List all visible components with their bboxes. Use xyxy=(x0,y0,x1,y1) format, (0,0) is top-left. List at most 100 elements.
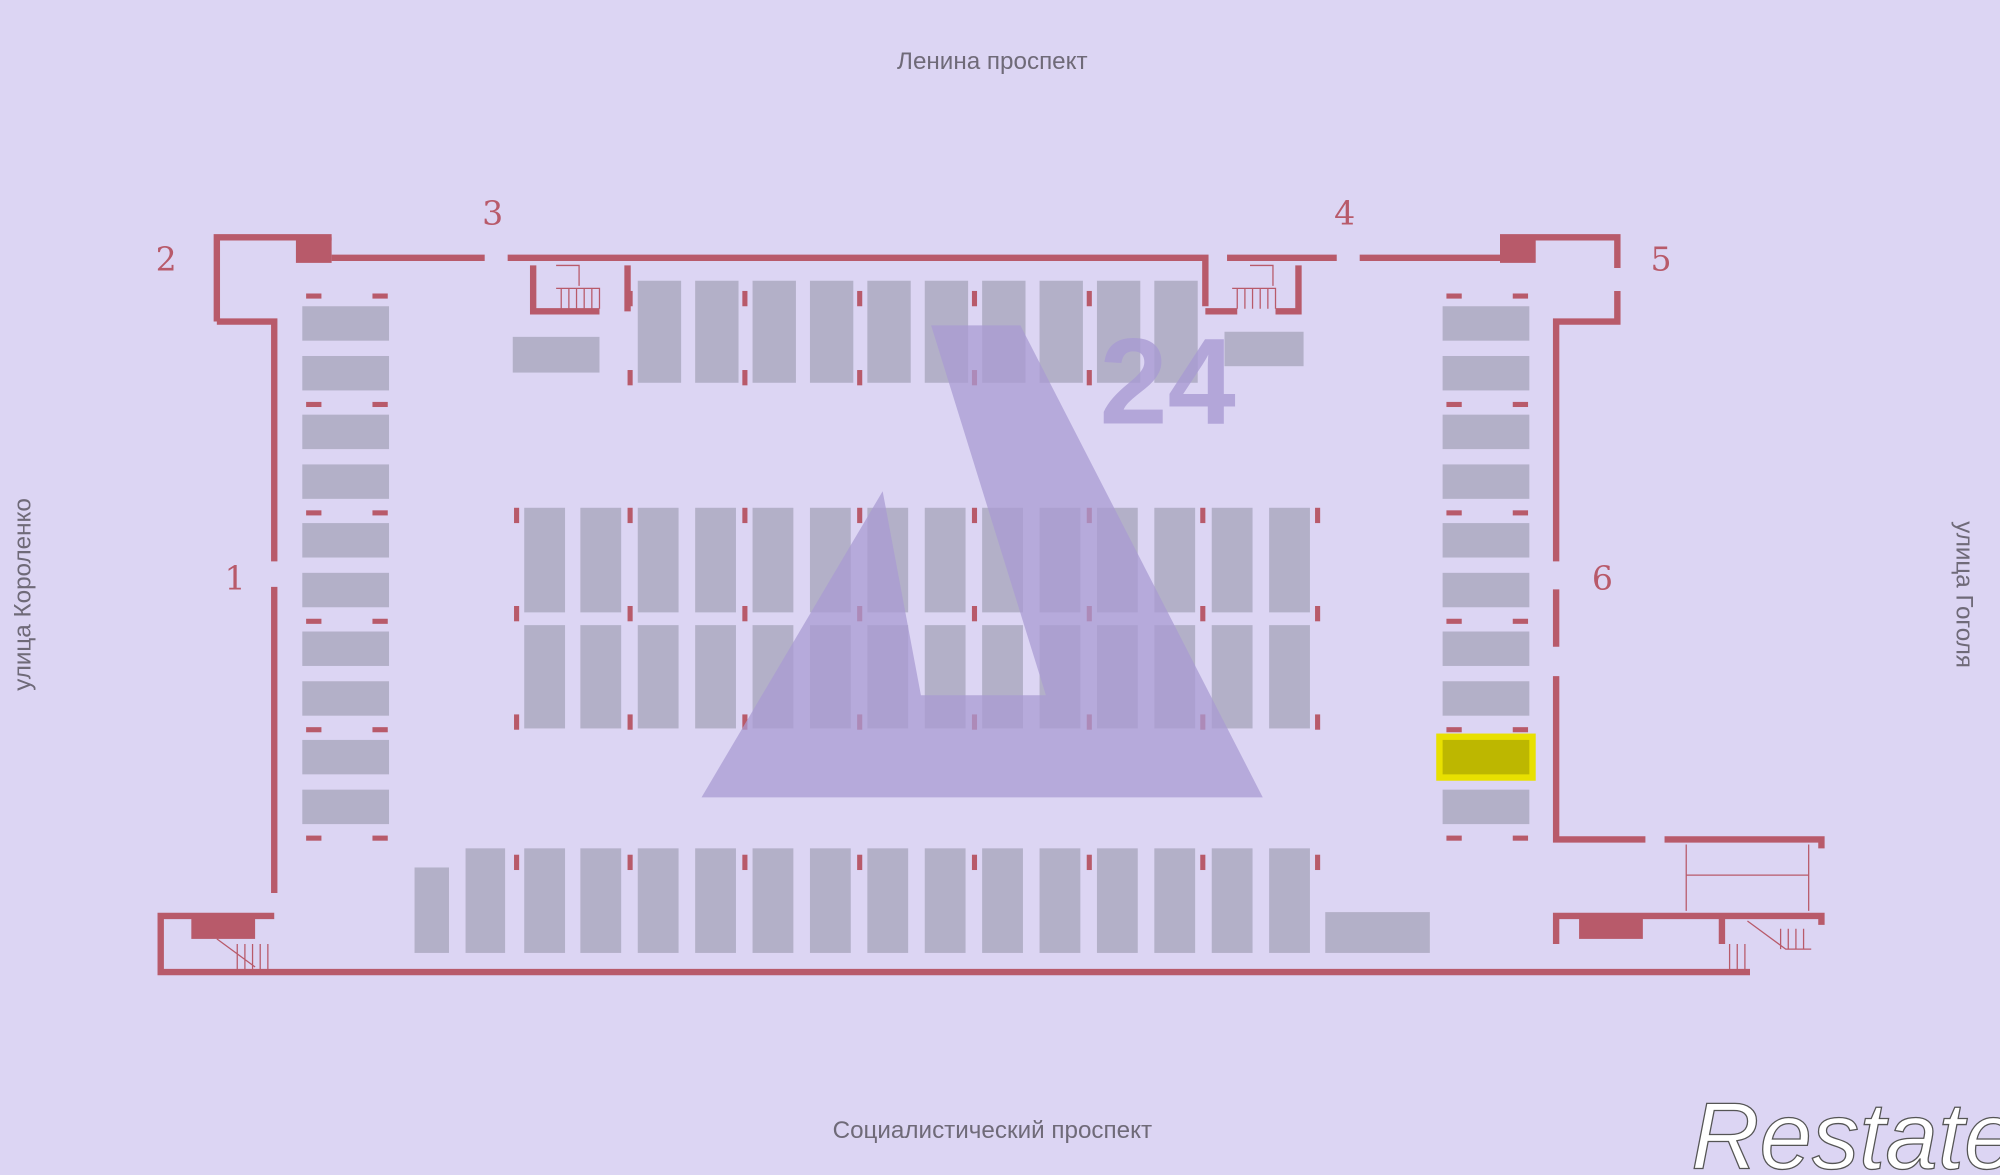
parking-spot[interactable] xyxy=(1269,625,1310,729)
parking-spot[interactable] xyxy=(580,848,622,953)
parking-spot[interactable] xyxy=(695,625,736,729)
parking-spot[interactable] xyxy=(302,355,390,391)
street-east: улица Гоголя xyxy=(1951,521,1978,668)
parking-spot[interactable] xyxy=(302,789,390,825)
spot-marker xyxy=(372,727,388,733)
spot-marker xyxy=(306,401,322,408)
parking-spot[interactable] xyxy=(752,848,794,953)
parking-spot[interactable] xyxy=(637,848,679,953)
parking-spot[interactable] xyxy=(302,572,390,608)
spot-marker xyxy=(306,727,322,733)
parking-spot[interactable] xyxy=(1211,848,1253,953)
parking-spot[interactable] xyxy=(867,848,909,953)
parking-spot[interactable] xyxy=(695,848,736,953)
parking-spot[interactable] xyxy=(580,507,622,613)
parking-spot-highlighted[interactable] xyxy=(1442,739,1530,775)
parking-spot[interactable] xyxy=(809,848,851,953)
parking-spot[interactable] xyxy=(924,848,966,953)
spot-marker xyxy=(372,618,388,624)
spot-marker xyxy=(1512,510,1529,516)
wall-blocks xyxy=(191,237,1643,939)
spot-marker xyxy=(372,293,388,299)
spot-marker xyxy=(857,507,863,524)
entrance-3: 3 xyxy=(482,194,503,233)
spot-marker xyxy=(306,293,322,299)
parking-spot[interactable] xyxy=(1224,331,1304,367)
spot-marker xyxy=(1512,727,1529,733)
parking-spot[interactable] xyxy=(580,625,622,729)
parking-spot[interactable] xyxy=(1269,848,1310,953)
spot-marker xyxy=(971,854,978,871)
spot-marker xyxy=(306,618,322,624)
parking-spot[interactable] xyxy=(302,414,390,450)
parking-spot[interactable] xyxy=(524,507,566,613)
spot-marker xyxy=(627,290,633,307)
parking-spot[interactable] xyxy=(302,681,390,716)
parking-spot[interactable] xyxy=(637,625,679,729)
watermark-text: 24 xyxy=(1099,313,1235,450)
entrance-5: 5 xyxy=(1651,240,1672,279)
spot-marker xyxy=(514,605,520,622)
spot-marker xyxy=(742,370,748,386)
spot-marker xyxy=(514,507,520,524)
parking-spot[interactable] xyxy=(695,507,736,613)
parking-spot[interactable] xyxy=(1442,681,1530,716)
parking-spot[interactable] xyxy=(1325,912,1430,953)
parking-spot[interactable] xyxy=(1442,631,1530,666)
parking-spot[interactable] xyxy=(1269,507,1310,613)
parking-spot[interactable] xyxy=(302,464,390,499)
parking-spot[interactable] xyxy=(982,848,1023,953)
spot-marker xyxy=(1446,727,1462,733)
spot-marker xyxy=(1315,605,1321,622)
entrance-2: 2 xyxy=(156,240,177,279)
parking-spot[interactable] xyxy=(1096,848,1138,953)
parking-spot[interactable] xyxy=(809,280,854,383)
parking-spot[interactable] xyxy=(465,848,506,953)
parking-spot[interactable] xyxy=(1154,848,1196,953)
parking-spot[interactable] xyxy=(637,507,679,613)
parking-spot[interactable] xyxy=(1096,280,1141,383)
street-south: Социалистический проспект xyxy=(833,1117,1153,1144)
parking-spot[interactable] xyxy=(302,631,390,666)
spot-marker xyxy=(627,854,633,871)
spot-marker xyxy=(1512,835,1529,841)
parking-spot[interactable] xyxy=(302,739,390,775)
parking-spot[interactable] xyxy=(1154,507,1196,613)
spot-marker xyxy=(1512,293,1529,299)
parking-spot[interactable] xyxy=(1442,789,1530,825)
parking-spot[interactable] xyxy=(1442,523,1530,558)
spot-marker xyxy=(857,370,863,386)
parking-spot[interactable] xyxy=(1039,280,1083,383)
parking-spot[interactable] xyxy=(867,280,911,383)
parking-spot[interactable] xyxy=(1442,306,1530,341)
parking-spot[interactable] xyxy=(512,336,600,373)
parking-spot[interactable] xyxy=(524,848,566,953)
parking-spot[interactable] xyxy=(524,625,566,729)
parking-spot[interactable] xyxy=(1442,414,1530,450)
parking-spot[interactable] xyxy=(1154,280,1198,383)
parking-spot[interactable] xyxy=(752,280,796,383)
spot-marker xyxy=(372,510,388,516)
parking-spot[interactable] xyxy=(752,507,794,613)
spot-marker xyxy=(742,854,748,871)
parking-spot[interactable] xyxy=(1211,507,1253,613)
parking-spot[interactable] xyxy=(302,306,390,341)
spot-marker xyxy=(742,714,748,730)
parking-spot[interactable] xyxy=(695,280,739,383)
parking-spot[interactable] xyxy=(414,867,449,953)
parking-spot[interactable] xyxy=(1039,848,1081,953)
parking-spot[interactable] xyxy=(302,523,390,558)
spot-marker xyxy=(742,507,748,524)
parking-spot[interactable] xyxy=(924,507,966,613)
spot-marker xyxy=(1086,854,1092,871)
parking-spot[interactable] xyxy=(637,280,682,383)
parking-spot[interactable] xyxy=(1442,464,1530,499)
parking-spot[interactable] xyxy=(1442,355,1530,391)
spot-marker xyxy=(971,605,978,622)
spot-marker xyxy=(1446,293,1462,299)
parking-spot[interactable] xyxy=(1442,572,1530,608)
spot-marker xyxy=(1446,510,1462,516)
stairs xyxy=(216,264,1812,970)
